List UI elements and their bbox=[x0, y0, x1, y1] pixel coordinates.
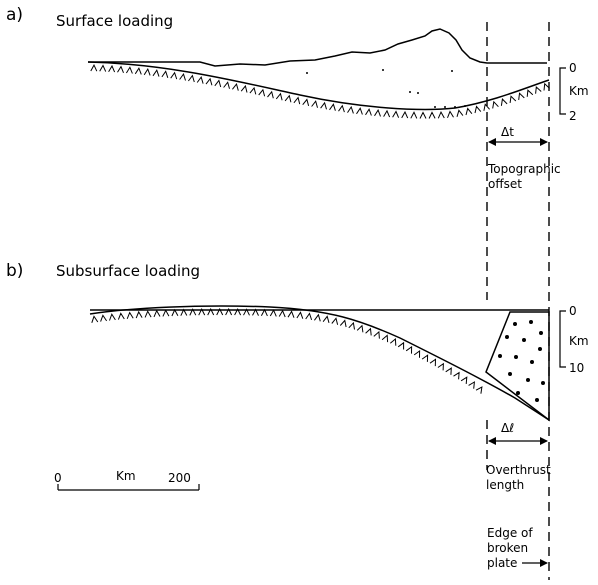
panel-b: b) Subsurface loading 0 Km 10 Δℓ Overthr… bbox=[6, 261, 589, 492]
panel-a-title: Surface loading bbox=[56, 12, 173, 30]
panel-b-scale-top: 0 bbox=[569, 304, 577, 318]
panel-b-scale-unit: Km bbox=[569, 334, 589, 348]
overthrust-block bbox=[485, 311, 550, 422]
panel-a-delta-label: Δt bbox=[501, 125, 514, 139]
panel-a-scale-bottom: 2 bbox=[569, 109, 577, 123]
scale-bar-start: 0 bbox=[54, 471, 62, 485]
topographic-offset-line1: Topographic bbox=[487, 162, 561, 176]
panel-b-scale-bottom: 10 bbox=[569, 361, 584, 375]
panel-a: a) Surface loading 0 Km 2 Δt Topographic… bbox=[6, 5, 589, 191]
panel-a-letter: a) bbox=[6, 5, 23, 25]
panel-a-load-stipple bbox=[306, 69, 466, 108]
overthrust-length-line2: length bbox=[486, 478, 524, 492]
scale-bar-unit: Km bbox=[116, 469, 136, 483]
panel-a-scale-top: 0 bbox=[569, 61, 577, 75]
panel-b-title: Subsurface loading bbox=[56, 262, 200, 280]
horizontal-scale-bar: 0 Km 200 bbox=[54, 469, 200, 491]
overthrust-length-line1: Overthrust bbox=[486, 463, 551, 477]
panel-a-topography bbox=[88, 28, 547, 67]
plate-edge-line2: broken bbox=[487, 541, 528, 555]
panel-a-depth-scale: 0 Km 2 bbox=[559, 61, 589, 123]
panel-a-basement-ticks bbox=[90, 63, 550, 119]
panel-b-delta-label: Δℓ bbox=[501, 421, 514, 435]
plate-edge-line1: Edge of bbox=[487, 526, 533, 540]
panel-b-letter: b) bbox=[6, 261, 23, 281]
panel-b-delta-l: Δℓ bbox=[488, 421, 548, 445]
panel-a-plate-surface bbox=[87, 61, 550, 111]
basement-tick-marks bbox=[91, 307, 483, 394]
panel-b-depth-scale: 0 Km 10 bbox=[559, 304, 589, 375]
scale-bar-end: 200 bbox=[168, 471, 191, 485]
edge-of-broken-plate-label: Edge of broken plate bbox=[487, 526, 548, 570]
topographic-offset-line2: offset bbox=[488, 177, 522, 191]
panel-b-plate-surface bbox=[89, 305, 550, 421]
panel-b-basement-ticks bbox=[91, 307, 483, 394]
plate-edge-line3: plate bbox=[487, 556, 517, 570]
basement-tick-marks bbox=[90, 63, 550, 119]
panel-a-delta-t: Δt bbox=[488, 125, 548, 146]
overthrust-stipple bbox=[498, 320, 545, 402]
panel-a-scale-unit: Km bbox=[569, 84, 589, 98]
